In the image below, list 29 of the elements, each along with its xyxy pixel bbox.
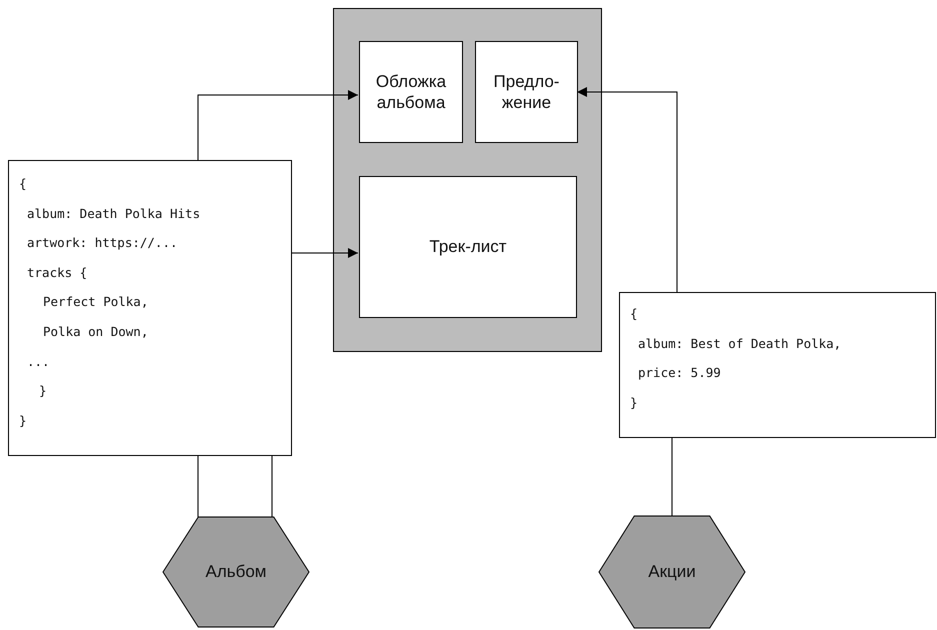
arrow xyxy=(292,248,358,258)
code-line: } xyxy=(39,383,47,398)
code-line: } xyxy=(19,412,27,428)
component-box xyxy=(359,176,577,318)
arrow xyxy=(198,90,358,160)
code-line: } xyxy=(630,394,638,410)
hexagon-node xyxy=(162,516,310,628)
arrow xyxy=(576,87,678,292)
code-box xyxy=(8,160,292,456)
code-line: ... xyxy=(27,354,50,369)
code-line: Polka on Down, xyxy=(43,324,148,339)
code-line: album: Death Polka Hits xyxy=(27,206,200,221)
code-line: { xyxy=(630,306,638,321)
code-line: tracks { xyxy=(27,264,88,280)
box-label: Предло-жение xyxy=(492,70,560,114)
box-label: Обложка альбома xyxy=(374,70,448,114)
component-box xyxy=(475,41,578,143)
box-label: Трек-лист xyxy=(428,236,508,258)
code-line: artwork: https://... xyxy=(27,235,178,250)
component-box xyxy=(359,41,463,143)
panel xyxy=(333,8,602,352)
hexagon-label: Акции xyxy=(648,561,696,583)
code-line: price: 5.99 xyxy=(638,365,721,380)
code-line: Perfect Polka, xyxy=(43,294,148,310)
code-line: album: Best of Death Polka, xyxy=(638,336,842,350)
hexagon-label: Альбом xyxy=(206,561,266,583)
code-box xyxy=(619,292,936,438)
hexagon-node xyxy=(598,515,746,629)
code-line: { xyxy=(19,176,27,191)
